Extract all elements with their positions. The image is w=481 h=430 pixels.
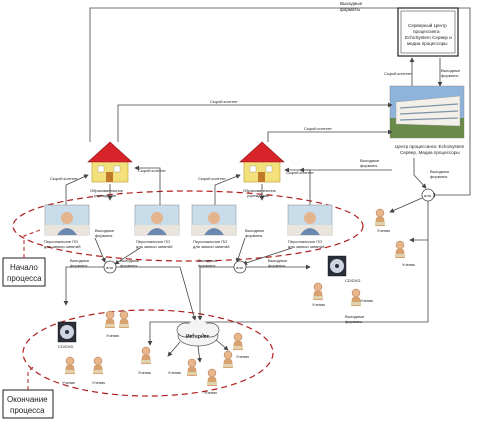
- raw-content-right: Сырой контент: [198, 176, 226, 181]
- cd-icon-right: [328, 256, 346, 276]
- internet-cloud-icon: [177, 320, 219, 346]
- proc-out-4: форматы: [430, 174, 447, 179]
- student-icon-b5: [233, 333, 243, 350]
- student-icon-r3: [313, 283, 323, 300]
- processing-label-2: Сервер, Медиа процессоры: [400, 150, 460, 155]
- teacher-photo-2: [135, 205, 179, 235]
- raw-content-left: Сырой контент: [50, 176, 78, 181]
- cd-label-left: CD/DVD: [58, 344, 73, 349]
- student-icon-b4: [141, 347, 151, 364]
- mid-or-out-2: форматы: [198, 263, 215, 268]
- student-label-b8: Ученик: [168, 370, 181, 375]
- raw-content-label-top: Сырой контент: [210, 99, 238, 104]
- pc-label-2b: для записи занятий: [136, 244, 172, 249]
- student-label-b3: Ученик: [92, 380, 105, 385]
- student-label-b7: Ученик: [204, 390, 217, 395]
- pc-label-3b: для записи занятий: [193, 244, 229, 249]
- top-output-label-1: Выходные: [340, 1, 363, 6]
- student-icon-b1: [105, 311, 115, 328]
- mid-or-out-4: форматы: [268, 263, 285, 268]
- student-label-b1: Ученик: [106, 333, 119, 338]
- educational-house-left: [88, 142, 132, 182]
- pc-out-1b: форматы: [95, 233, 112, 238]
- educational-house-right: [240, 142, 284, 182]
- edu-label-right-2: учреждение: [247, 193, 270, 198]
- svg-text:или: или: [106, 265, 113, 270]
- srv-out-2: форматы: [441, 73, 458, 78]
- teacher-photo-3: [192, 205, 236, 235]
- raw-content-right-pc: Сырой контент: [286, 170, 314, 175]
- student-icon-r1: [375, 209, 385, 226]
- process-start-line2: процесса: [7, 274, 42, 283]
- student-label-r3: Ученик: [312, 302, 325, 307]
- student-icon-b3: [93, 357, 103, 374]
- pc-label-1b: для записи занятий: [44, 244, 80, 249]
- edu-label-left-2: учреждение: [94, 193, 117, 198]
- student-icon-r2: [395, 241, 405, 258]
- student-label-b2: Ученик: [62, 380, 75, 385]
- student-label-r2: Ученик: [402, 262, 415, 267]
- student-icon-b7: [207, 369, 217, 386]
- server-label-4: медиа процессоры: [407, 41, 447, 46]
- top-output-label-2: форматы: [340, 7, 360, 12]
- left-or-out-4: форматы: [120, 263, 137, 268]
- proc-out-2: форматы: [360, 163, 377, 168]
- raw-content-label-mid: Сырой контент: [304, 126, 332, 131]
- student-label-r1: Ученик: [377, 228, 390, 233]
- student-label-b5: Ученик: [236, 354, 249, 359]
- student-icon-b8: [187, 359, 197, 376]
- svg-text:или: или: [424, 193, 431, 198]
- server-label-3: EchoSystem Сервер и: [405, 35, 452, 40]
- process-end-line2: процесса: [10, 406, 45, 415]
- raw-content-left-pc: Сырой контент: [138, 168, 166, 173]
- cd-icon-left: [58, 322, 76, 342]
- student-icon-b1b: [119, 311, 129, 328]
- right-out-2: форматы: [345, 319, 362, 324]
- internet-label: Интернет: [186, 334, 210, 340]
- student-icon-b2: [65, 357, 75, 374]
- raw-content-label-srv: Сырой контент: [384, 71, 412, 76]
- teacher-photo-1: [45, 205, 89, 235]
- process-start-line1: Начало: [10, 263, 38, 272]
- svg-text:или: или: [236, 265, 243, 270]
- pc-out-2b: форматы: [245, 233, 262, 238]
- student-icon-b6: [223, 351, 233, 368]
- server-label-1: Серверный Центр: [408, 22, 447, 28]
- process-end-line1: Окончание: [7, 395, 48, 404]
- pc-label-4b: для записи занятий: [288, 244, 324, 249]
- student-label-b4: Ученик: [138, 370, 151, 375]
- cd-label-right: CD/DVD: [345, 278, 360, 283]
- student-label-r4: Ученик: [360, 298, 373, 303]
- teacher-photo-4: [288, 205, 332, 235]
- processing-center-building: [390, 86, 464, 138]
- left-or-out-2: форматы: [70, 263, 87, 268]
- server-label-2: процессинга: [413, 29, 440, 34]
- processing-label-1: Центр процессинга: EchoSystem: [395, 144, 464, 149]
